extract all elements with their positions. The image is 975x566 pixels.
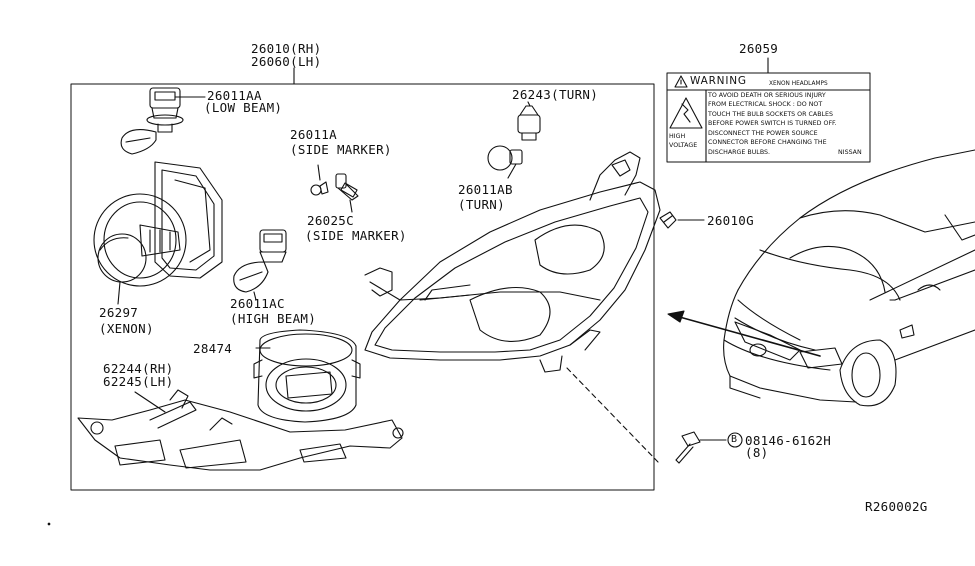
warning-line-1: TO AVOID DEATH OR SERIOUS INJURY xyxy=(708,92,826,99)
warning-line-6: CONNECTOR BEFORE CHANGING THE xyxy=(708,139,827,146)
diagram-id-label: R260002G xyxy=(865,499,928,514)
high-beam-desc-label: (HIGH BEAM) xyxy=(230,311,317,326)
warning-subtitle: XENON HEADLAMPS xyxy=(769,81,828,87)
side-marker-bulb xyxy=(310,164,329,196)
side-marker-socket-part-label: 26025C xyxy=(307,213,354,228)
mounting-bracket xyxy=(77,389,404,471)
side-marker-bulb-desc-label: (SIDE MARKER) xyxy=(290,142,392,157)
warning-side-text-1: HIGH xyxy=(669,133,686,140)
bolt-dashed-leader xyxy=(566,367,659,463)
warning-title: WARNING xyxy=(690,75,747,87)
headlamp-housing xyxy=(364,151,661,373)
warning-line-3: TOUCH THE BULB SOCKETS OR CABLES xyxy=(708,111,834,118)
xenon-desc-label: (XENON) xyxy=(99,321,154,336)
bolt-symbol-circle xyxy=(727,432,743,448)
car-illustration xyxy=(723,149,975,407)
warning-line-7: DISCHARGE BULBS. xyxy=(708,149,771,156)
high-beam-part-label: 26011AC xyxy=(230,296,285,311)
xenon-part-label: 26297 xyxy=(99,305,139,320)
turn-bulb-desc-label: (TURN) xyxy=(458,197,505,212)
main-assembly-rh-label: 26010(RH) xyxy=(251,41,322,56)
bulb-cap xyxy=(253,329,361,423)
bracket-lh-label: 62245(LH) xyxy=(103,374,174,389)
turn-socket xyxy=(517,101,541,141)
cap-part-label: 28474 xyxy=(193,341,233,356)
low-beam-part-label: 26011AA xyxy=(207,88,262,103)
low-beam-bulb xyxy=(120,87,206,155)
side-marker-bulb-part-label: 26011A xyxy=(290,127,337,142)
warning-line-2: FROM ELECTRICAL SHOCK : DO NOT xyxy=(708,101,823,108)
side-marker-socket xyxy=(335,173,359,213)
clip-part-label: 26010G xyxy=(707,213,754,228)
bolt-part-label: 08146-6162H xyxy=(745,433,832,448)
label-part-label: 26059 xyxy=(739,41,779,56)
warning-label xyxy=(666,57,871,163)
bolt-prefix-label: B xyxy=(731,434,738,445)
retaining-clip xyxy=(659,211,705,229)
warning-brand: NISSAN xyxy=(838,149,862,156)
turn-socket-part-label: 26243(TURN) xyxy=(512,87,599,102)
low-beam-desc-label: (LOW BEAM) xyxy=(204,100,283,115)
location-arrow xyxy=(667,310,821,357)
warning-line-4: BEFORE POWER SWITCH IS TURNED OFF. xyxy=(708,120,837,127)
assembly-frame xyxy=(70,83,655,491)
stray-dot xyxy=(47,522,51,526)
turn-bulb xyxy=(487,145,523,179)
xenon-bulb-assembly xyxy=(93,161,223,305)
main-assembly-lh-label: 26060(LH) xyxy=(251,54,322,69)
warning-side-text-2: VOLTAGE xyxy=(669,142,698,149)
bracket-rh-label: 62244(RH) xyxy=(103,361,174,376)
mounting-bolt xyxy=(675,431,727,464)
side-marker-socket-desc-label: (SIDE MARKER) xyxy=(305,228,407,243)
bolt-qty-label: (8) xyxy=(745,445,769,460)
high-beam-bulb xyxy=(233,229,287,301)
warning-line-5: DISCONNECT THE POWER SOURCE xyxy=(708,130,818,137)
turn-bulb-part-label: 26011AB xyxy=(458,182,513,197)
